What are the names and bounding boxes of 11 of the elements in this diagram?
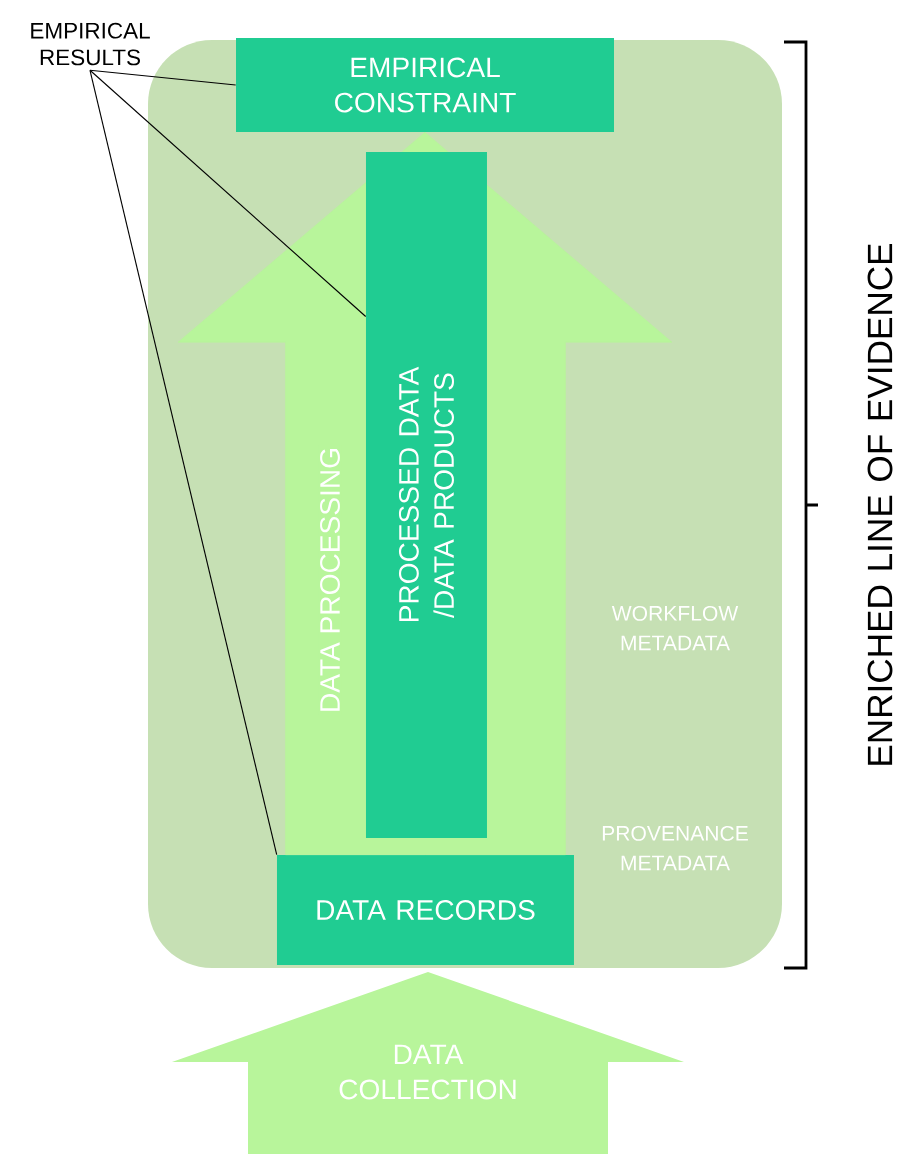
process-box: DATA RECORDS — [277, 855, 574, 965]
leader-line — [89, 69, 237, 86]
edge-label: DATA PROCESSING — [318, 445, 342, 715]
annotation-text: WORKFLOW METADATA — [611, 605, 739, 651]
process-box: EMPIRICAL CONSTRAINT — [236, 38, 614, 132]
annotation-text: ENRICHED LINE OF EVIDENCE — [867, 243, 893, 765]
process-box: PROCESSED DATA /DATA PRODUCTS — [366, 152, 487, 838]
annotation-text: PROVENANCE METADATA — [602, 825, 748, 871]
leader-line — [89, 69, 367, 318]
leader-line — [89, 69, 278, 856]
callout-text: EMPIRICAL RESULTS — [31, 22, 150, 66]
